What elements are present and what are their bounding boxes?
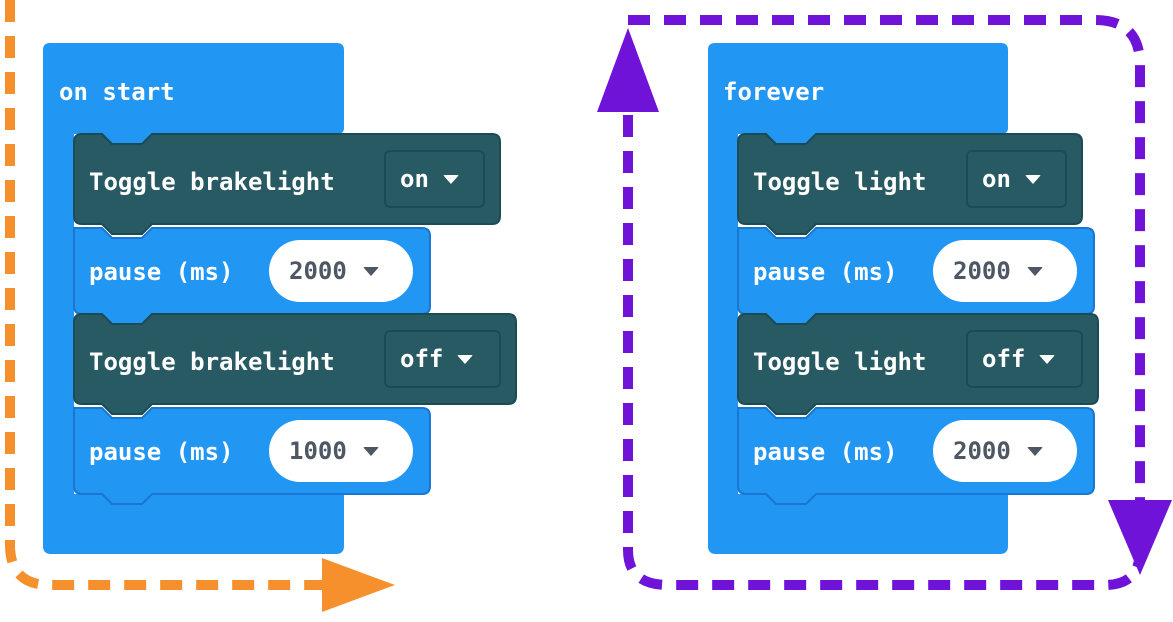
- toggle-brakelight-label: Toggle brakelight: [89, 348, 335, 376]
- on-start-event-block[interactable]: [43, 43, 344, 554]
- duration-value: 1000: [289, 437, 347, 465]
- duration-value: 2000: [953, 437, 1011, 465]
- dropdown-caret-icon: [1026, 446, 1043, 456]
- dropdown-value: on: [400, 165, 429, 193]
- on-start-label: on start: [59, 78, 175, 106]
- pause-label: pause (ms): [89, 438, 234, 466]
- duration-value: 2000: [289, 257, 347, 285]
- dropdown-value: off: [400, 345, 444, 373]
- start-flow-arrow: [5, 0, 395, 612]
- pause-duration-field[interactable]: 2000: [933, 420, 1077, 482]
- forever-event-block[interactable]: [708, 43, 1008, 554]
- toggle-light-label: Toggle light: [753, 168, 927, 196]
- dropdown-caret-icon: [1024, 174, 1041, 184]
- toggle-light-label: Toggle light: [753, 348, 927, 376]
- dropdown-caret-icon: [457, 354, 474, 364]
- dropdown-caret-icon: [362, 446, 379, 456]
- loop-flow-arrow: [597, 15, 1172, 590]
- duration-value: 2000: [953, 257, 1011, 285]
- toggle-state-dropdown[interactable]: on: [384, 150, 485, 208]
- dropdown-value: on: [982, 165, 1011, 193]
- toggle-state-dropdown[interactable]: off: [966, 330, 1083, 388]
- dropdown-caret-icon: [1026, 266, 1043, 276]
- pause-label: pause (ms): [753, 258, 898, 286]
- dropdown-caret-icon: [1039, 354, 1056, 364]
- toggle-state-dropdown[interactable]: off: [384, 330, 501, 388]
- dropdown-caret-icon: [362, 266, 379, 276]
- pause-label: pause (ms): [89, 258, 234, 286]
- forever-label: forever: [723, 78, 825, 106]
- toggle-brakelight-label: Toggle brakelight: [89, 168, 335, 196]
- pause-duration-field[interactable]: 1000: [269, 420, 413, 482]
- pause-label: pause (ms): [753, 438, 898, 466]
- pause-duration-field[interactable]: 2000: [933, 240, 1077, 302]
- dropdown-value: off: [982, 345, 1026, 373]
- pause-duration-field[interactable]: 2000: [269, 240, 413, 302]
- toggle-state-dropdown[interactable]: on: [966, 150, 1067, 208]
- dropdown-caret-icon: [442, 174, 459, 184]
